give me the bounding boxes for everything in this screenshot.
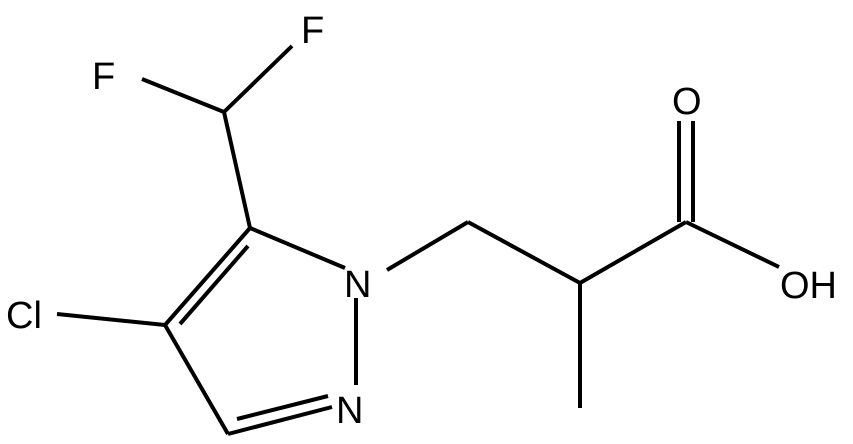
nitrogen-1-label: N (344, 264, 371, 306)
bond-chf2-f-top (222, 44, 294, 114)
fluorine-left-label: F (92, 56, 115, 98)
hydroxyl-label: OH (780, 265, 837, 307)
bond-c4-c3 (163, 323, 230, 436)
bond-chf2-f-left (141, 77, 225, 114)
bond-ch-cooh (579, 220, 687, 285)
bond-c5-n1 (249, 226, 346, 270)
bond-c-oh (685, 220, 780, 269)
fluorine-top-label: F (301, 10, 324, 52)
bond-c5-c4 (163, 226, 252, 327)
chlorine-label: Cl (6, 295, 42, 337)
bond-c5-c4-inner (178, 244, 250, 326)
bond-c3-n2 (227, 405, 333, 436)
bond-c4-cl (56, 312, 166, 327)
bond-ch2-ch (467, 220, 581, 285)
bond-n1-ch2 (385, 220, 470, 272)
nitrogen-2-label: N (336, 390, 363, 432)
bond-c5-chf2 (222, 111, 252, 229)
oxygen-carbonyl-label: O (672, 81, 702, 123)
bond-c3-n2-inner (236, 394, 329, 421)
